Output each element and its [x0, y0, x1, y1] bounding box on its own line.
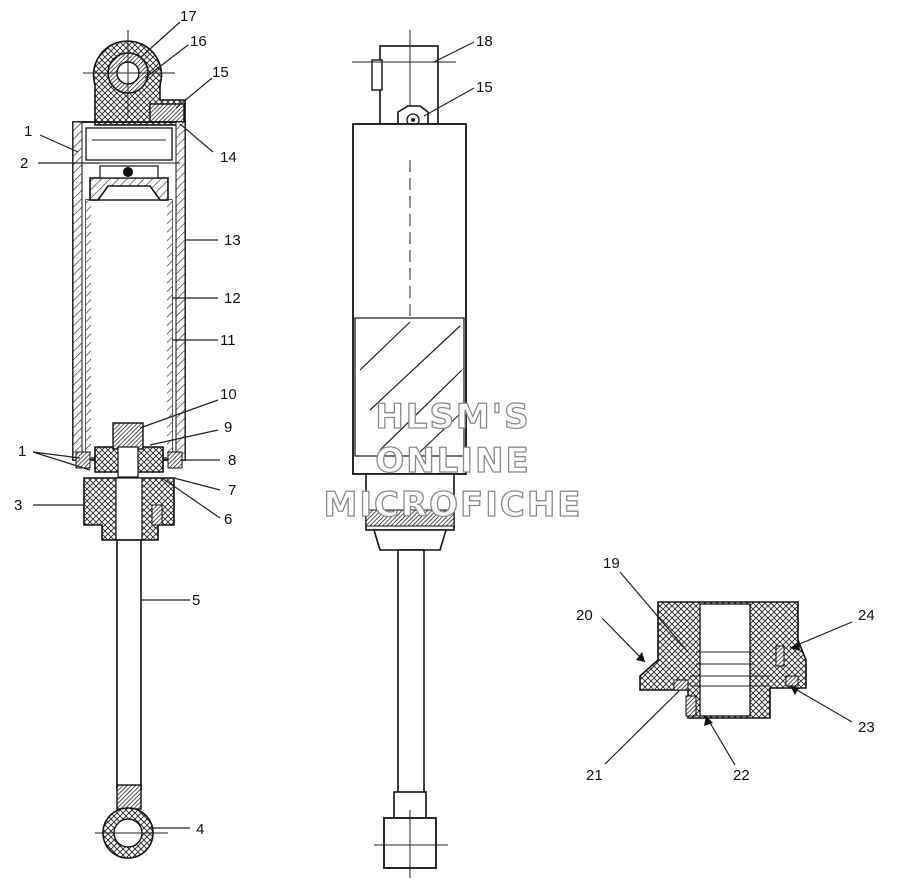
callout-9: 9	[224, 419, 232, 436]
seal-head-detail	[639, 601, 807, 719]
callout-24: 24	[858, 607, 875, 624]
callout-2: 2	[20, 155, 28, 172]
left-callouts: 17 16 15 1 14 2 13 12 11 10 9 1 8 7 3 6 …	[14, 8, 241, 838]
callout-12: 12	[224, 290, 241, 307]
callout-22: 22	[733, 767, 750, 784]
callout-8: 8	[228, 452, 236, 469]
callout-14: 14	[220, 149, 237, 166]
callout-10: 10	[220, 386, 237, 403]
exterior-view	[352, 30, 467, 878]
detail-callouts: 19 20 24 23 21 22	[576, 555, 875, 784]
section-view	[60, 30, 186, 859]
callout-11: 11	[220, 332, 236, 349]
callout-6: 6	[224, 511, 232, 528]
callout-15: 15	[212, 64, 229, 81]
middle-callouts: 18 15	[476, 33, 493, 96]
watermark: HLSM'S ONLINE MICROFICHE	[323, 396, 582, 525]
middle-leader-lines	[423, 41, 475, 117]
callout-3: 3	[14, 497, 22, 514]
detail-leader-lines	[601, 571, 853, 766]
callout-20: 20	[576, 607, 593, 624]
watermark-line-2: ONLINE	[375, 441, 530, 481]
callout-1-top: 1	[24, 123, 32, 140]
callout-4: 4	[196, 821, 204, 838]
callout-18: 18	[476, 33, 493, 50]
callout-23: 23	[858, 719, 875, 736]
watermark-line-1: HLSM'S	[375, 397, 530, 437]
callout-21: 21	[586, 767, 603, 784]
callout-1-bottom: 1	[18, 443, 26, 460]
callout-5: 5	[192, 592, 200, 609]
callout-16: 16	[190, 33, 207, 50]
left-leader-lines	[32, 21, 221, 829]
watermark-line-3: MICROFICHE	[323, 485, 582, 525]
callout-7: 7	[228, 482, 236, 499]
callout-19: 19	[603, 555, 620, 572]
callout-15-ext: 15	[476, 79, 493, 96]
callout-13: 13	[224, 232, 241, 249]
callout-17: 17	[180, 8, 197, 25]
